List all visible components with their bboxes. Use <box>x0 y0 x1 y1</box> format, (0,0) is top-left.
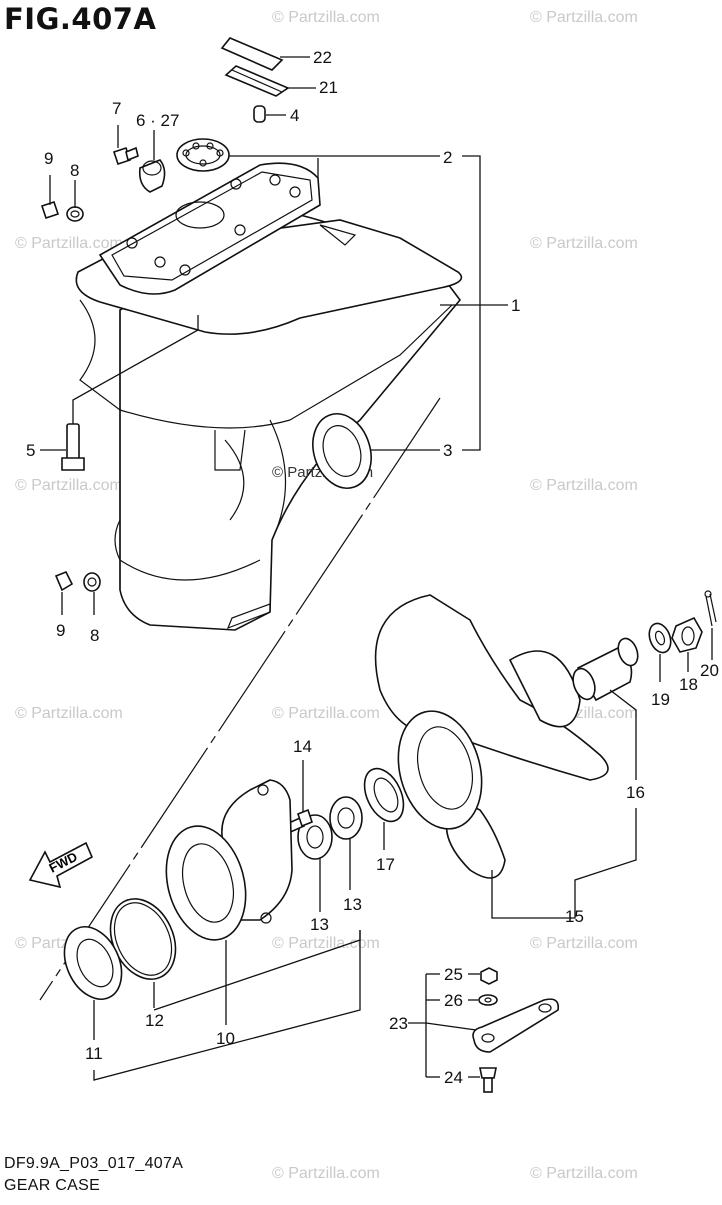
callout-3: 3 <box>443 441 452 460</box>
bolt-7 <box>112 146 139 166</box>
gear-case-housing: © Partzilla.com <box>75 162 463 631</box>
watermark: © Partzilla.com <box>530 477 638 494</box>
oil-seal-3 <box>312 413 372 489</box>
callout-8-top: 8 <box>70 161 79 180</box>
watermark: © Partzilla.com <box>530 1165 638 1182</box>
cotter-pin-20 <box>704 590 717 627</box>
callout-labels: 22 21 4 7 6 · 27 9 8 2 1 3 5 9 8 20 18 1… <box>26 48 719 1087</box>
watermark: © Partzilla.com <box>272 935 380 952</box>
bolt-5 <box>61 423 85 471</box>
callout-25: 25 <box>444 965 463 984</box>
spacer-16 <box>572 637 639 702</box>
nut-18 <box>671 616 703 653</box>
callout-12: 12 <box>145 1011 164 1030</box>
anode-plate-23 <box>472 998 560 1053</box>
callout-9-bottom: 9 <box>56 621 65 640</box>
bearing-13-b <box>297 814 333 860</box>
callout-20: 20 <box>700 661 719 680</box>
spacer-strip-21 <box>224 65 290 97</box>
propeller-15 <box>374 594 609 879</box>
thrust-ring-17 <box>363 767 405 823</box>
callout-22: 22 <box>313 48 332 67</box>
watermark: © Partzilla.com <box>272 1165 380 1182</box>
bolt-24 <box>479 1067 497 1093</box>
callout-10: 10 <box>216 1029 235 1048</box>
collar-6-27 <box>138 159 166 193</box>
callout-13-a: 13 <box>310 915 329 934</box>
callout-18: 18 <box>679 675 698 694</box>
callout-4: 4 <box>290 106 299 125</box>
watermark: © Partzilla.com <box>15 235 123 252</box>
watermark: © Partzilla.com <box>530 235 638 252</box>
dowel-pin-4 <box>253 105 266 123</box>
leader-lines <box>40 56 713 1081</box>
watermark: © Partzilla.com <box>530 9 638 26</box>
bolt-9-bottom <box>54 570 74 592</box>
section-line <box>39 397 441 1001</box>
washer-19 <box>648 622 672 654</box>
watermark: © Partzilla.com <box>272 705 380 722</box>
callout-1: 1 <box>511 296 520 315</box>
callout-16: 16 <box>626 783 645 802</box>
watermark: © Partzilla.com <box>15 705 123 722</box>
figure-title: FIG.407A <box>4 2 157 36</box>
washer-8-bottom <box>83 572 101 592</box>
bearing-housing-10 <box>165 779 293 941</box>
figure-code: DF9.9A_P03_017_407A <box>4 1155 184 1172</box>
callout-26: 26 <box>444 991 463 1010</box>
callout-24: 24 <box>444 1068 463 1087</box>
callout-5: 5 <box>26 441 35 460</box>
washer-26 <box>478 994 498 1006</box>
nut-25 <box>480 967 498 985</box>
callout-15: 15 <box>565 907 584 926</box>
oil-seal-11 <box>63 926 123 1000</box>
callout-13-b: 13 <box>343 895 362 914</box>
callout-23: 23 <box>389 1014 408 1033</box>
watermark: © Partzilla.com <box>15 477 123 494</box>
callout-7: 7 <box>112 99 121 118</box>
bearing-2 <box>176 138 230 172</box>
spacer-strip-22 <box>220 37 284 71</box>
callout-17: 17 <box>376 855 395 874</box>
watermark: © Partzilla.com <box>272 9 380 26</box>
washer-8-top <box>66 206 84 222</box>
callout-2: 2 <box>443 148 452 167</box>
figure-caption: GEAR CASE <box>4 1177 101 1194</box>
bearing-13-a <box>329 796 363 840</box>
callout-19: 19 <box>651 690 670 709</box>
callout-21: 21 <box>319 78 338 97</box>
callout-11: 11 <box>85 1044 103 1063</box>
fwd-arrow-icon: FWD <box>28 841 94 889</box>
callout-8-bottom: 8 <box>90 626 99 645</box>
watermark: © Partzilla.com <box>530 935 638 952</box>
callout-6-27: 6 · 27 <box>136 111 179 130</box>
callout-9-top: 9 <box>44 149 53 168</box>
callout-14: 14 <box>293 737 312 756</box>
